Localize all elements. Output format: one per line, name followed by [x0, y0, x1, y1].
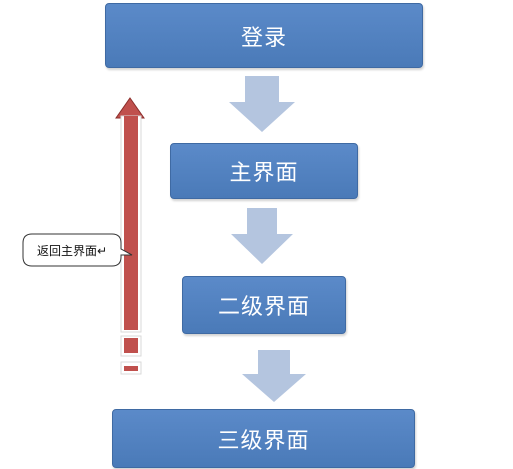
node-main: 主界面	[170, 143, 358, 199]
down-arrow-2	[231, 208, 293, 264]
return-callout: 返回主界面↵	[22, 233, 133, 267]
node-secondary: 二级界面	[182, 276, 346, 334]
node-tertiary: 三级界面	[112, 409, 415, 468]
callout-label: 返回主界面↵	[36, 243, 108, 258]
down-arrow-3	[242, 350, 306, 402]
node-login: 登录	[105, 3, 423, 68]
return-arrow	[115, 97, 145, 375]
down-arrow-1	[229, 76, 295, 132]
